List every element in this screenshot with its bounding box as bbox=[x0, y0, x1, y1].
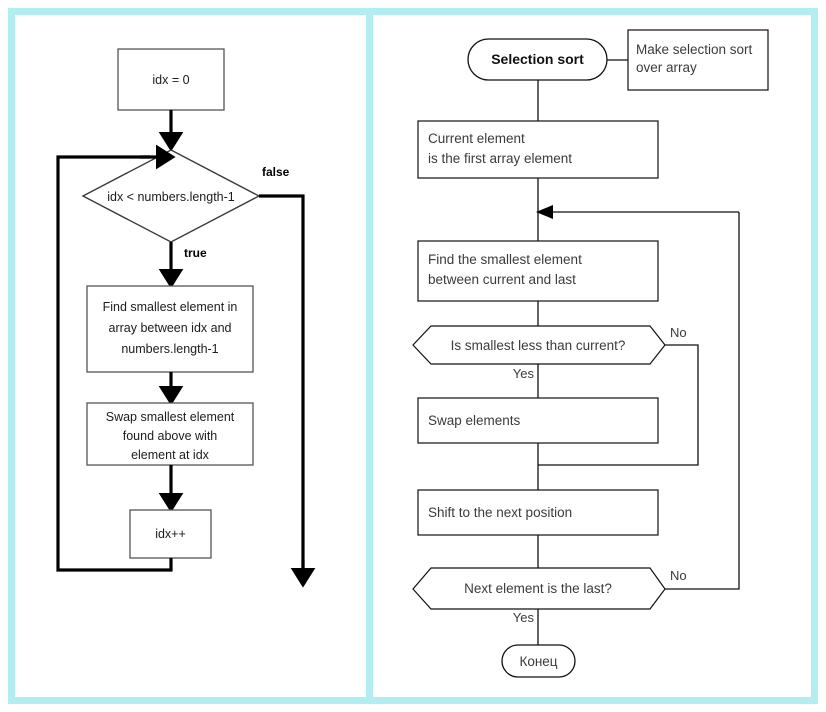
node-inc bbox=[129, 509, 212, 559]
node-init bbox=[117, 48, 225, 111]
edge-islast-no bbox=[665, 212, 740, 590]
node-comment bbox=[627, 29, 769, 91]
right-flowchart-panel: Selection sort Make selection sort over … bbox=[373, 0, 826, 712]
node-end bbox=[501, 644, 576, 678]
edge-isless-no bbox=[538, 344, 699, 466]
node-find bbox=[86, 285, 254, 373]
edge-cond-false bbox=[259, 194, 305, 568]
node-start bbox=[467, 38, 608, 81]
node-islast bbox=[412, 567, 666, 610]
right-flowchart-svg bbox=[412, 29, 769, 678]
left-flowchart-panel: idx = 0 idx < numbers.length-1 false tru… bbox=[0, 0, 366, 712]
node-isless bbox=[412, 325, 666, 365]
panel-divider bbox=[366, 8, 373, 704]
edge-inc-to-cond bbox=[56, 155, 173, 572]
node-swap bbox=[86, 402, 254, 466]
node-cond bbox=[81, 149, 261, 243]
node-shift bbox=[417, 489, 659, 536]
node-findsmall bbox=[417, 240, 659, 302]
node-swapel bbox=[417, 397, 659, 444]
left-flowchart-svg bbox=[56, 48, 316, 588]
edge-loop-return-arrowhead bbox=[536, 205, 553, 219]
node-current bbox=[417, 120, 659, 179]
